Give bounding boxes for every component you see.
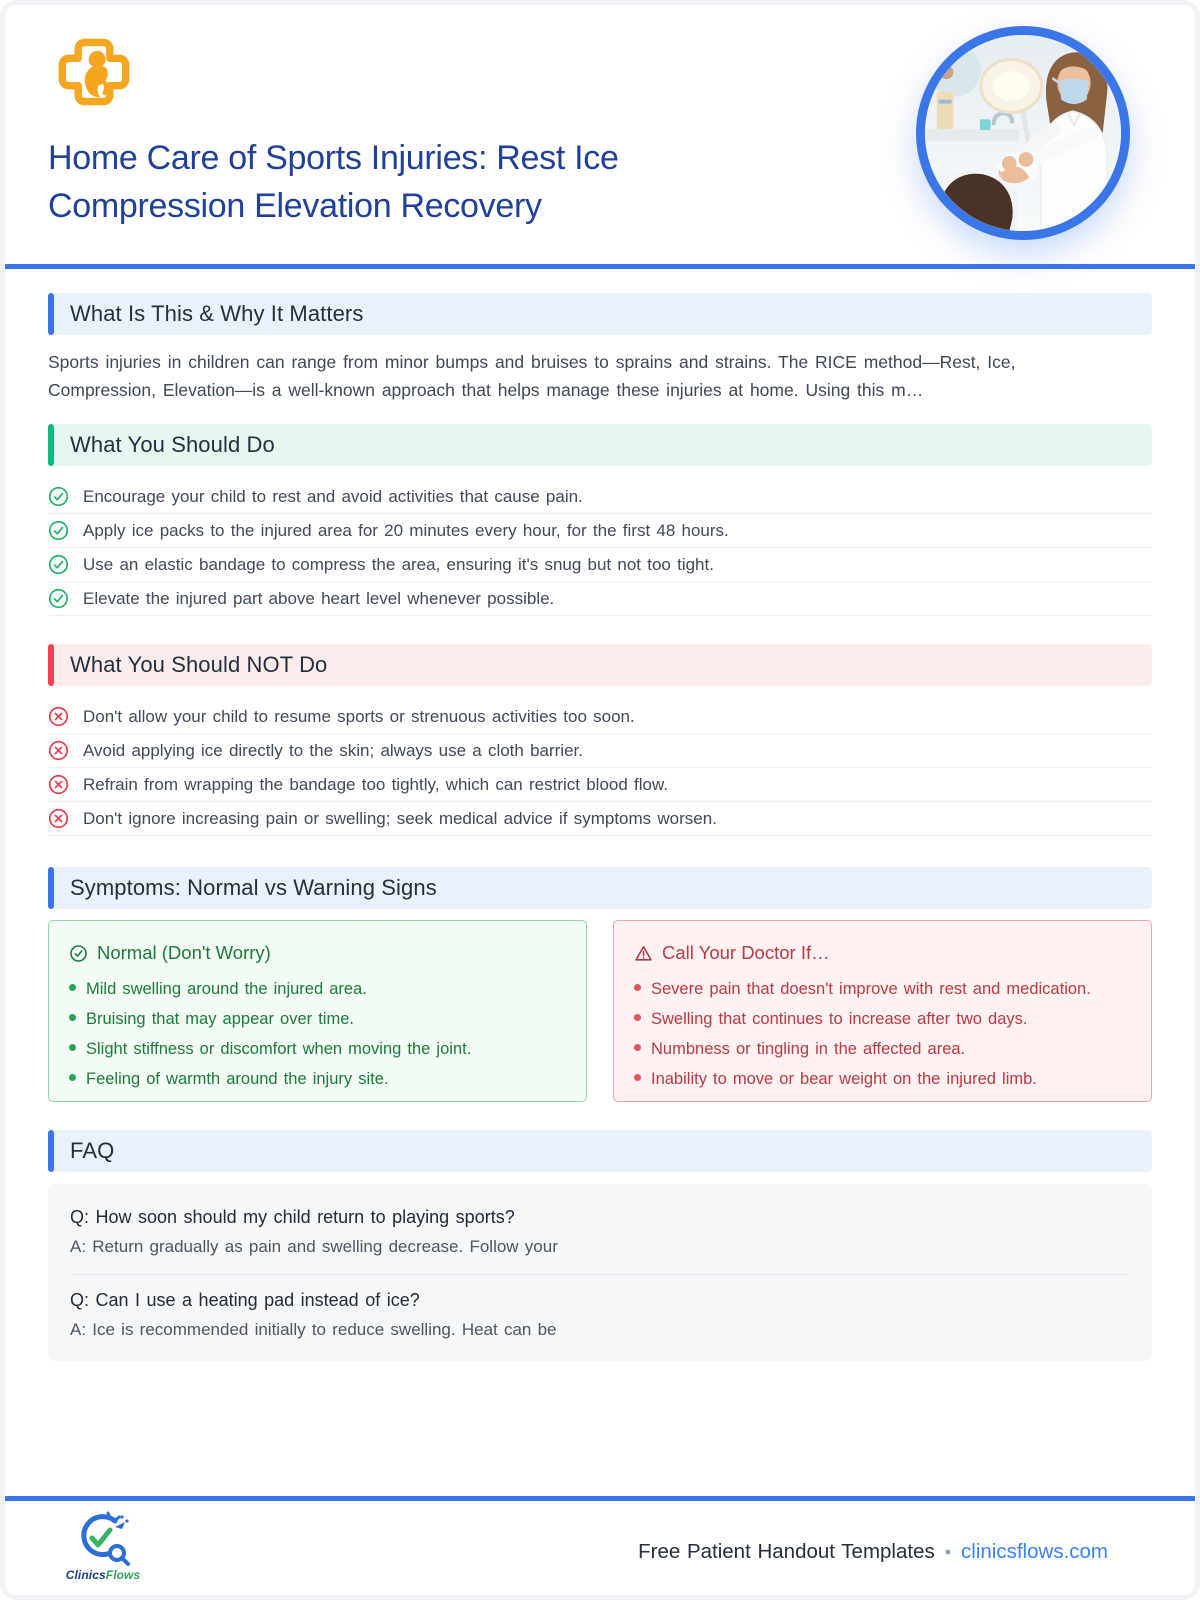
- normal-symptom-text: Slight stiffness or discomfort when movi…: [86, 1040, 472, 1058]
- check-circle-icon: [48, 554, 69, 575]
- section-title-about: What Is This & Why It Matters: [70, 301, 364, 326]
- dont-item-text: Don't allow your child to resume sports …: [83, 707, 635, 726]
- warning-symptom-text: Swelling that continues to increase afte…: [651, 1010, 1028, 1028]
- warning-box-title: Call Your Doctor If…: [662, 942, 830, 963]
- dont-item-text: Don't ignore increasing pain or swelling…: [83, 809, 717, 828]
- footer-divider: [0, 1496, 1200, 1501]
- section-title-faq: FAQ: [70, 1138, 115, 1163]
- faq-item: Q: How soon should my child return to pl…: [70, 1207, 1130, 1275]
- do-list: Encourage your child to rest and avoid a…: [48, 480, 1152, 616]
- warning-symptom-item: Inability to move or bear weight on the …: [634, 1064, 1131, 1094]
- footer-right: Free Patient Handout Templates • clinics…: [638, 1540, 1108, 1564]
- faq-question: Q: Can I use a heating pad instead of ic…: [70, 1290, 420, 1310]
- check-circle-icon: [48, 588, 69, 609]
- warning-symptom-list: Severe pain that doesn't improve with re…: [634, 974, 1131, 1094]
- do-item-text: Apply ice packs to the injured area for …: [83, 521, 729, 540]
- normal-symptom-text: Mild swelling around the injured area.: [86, 980, 367, 998]
- normal-symptom-item: Bruising that may appear over time.: [69, 1004, 566, 1034]
- section-title-dont: What You Should NOT Do: [70, 652, 328, 677]
- dont-list-item: Don't allow your child to resume sports …: [48, 700, 1152, 734]
- warning-box-header: Call Your Doctor If…: [634, 942, 1131, 964]
- dont-item-text: Refrain from wrapping the bandage too ti…: [83, 775, 669, 794]
- about-body: Sports injuries in children can range fr…: [48, 352, 1016, 400]
- bullet-dot-icon: [634, 1044, 641, 1051]
- x-circle-icon: [48, 808, 69, 829]
- page-title: Home Care of Sports Injuries: Rest Ice C…: [48, 139, 619, 225]
- x-circle-icon: [48, 774, 69, 795]
- do-list-item: Apply ice packs to the injured area for …: [48, 514, 1152, 548]
- do-list-item: Use an elastic bandage to compress the a…: [48, 548, 1152, 582]
- header-divider: [0, 264, 1200, 269]
- normal-symptoms-box: Normal (Don't Worry) Mild swelling aroun…: [48, 920, 587, 1102]
- normal-symptom-list: Mild swelling around the injured area. B…: [69, 974, 566, 1094]
- bullet-dot-icon: [69, 1074, 76, 1081]
- section-header-symptoms: Symptoms: Normal vs Warning Signs: [48, 867, 1152, 909]
- warning-symptoms-box: Call Your Doctor If… Severe pain that do…: [613, 920, 1152, 1102]
- x-circle-icon: [48, 740, 69, 761]
- section-title-symptoms: Symptoms: Normal vs Warning Signs: [70, 875, 437, 900]
- content: What Is This & Why It Matters Sports inj…: [0, 293, 1200, 1361]
- clinic-treatment-photo: [916, 26, 1130, 240]
- faq-answer: A: Return gradually as pain and swelling…: [70, 1237, 558, 1256]
- normal-symptom-item: Slight stiffness or discomfort when movi…: [69, 1034, 566, 1064]
- footer-link[interactable]: clinicsflows.com: [961, 1540, 1108, 1563]
- section-header-about: What Is This & Why It Matters: [48, 293, 1152, 335]
- dont-item-text: Avoid applying ice directly to the skin;…: [83, 741, 583, 760]
- normal-symptom-text: Bruising that may appear over time.: [86, 1010, 354, 1028]
- brand-clinics: Clinics: [65, 1568, 106, 1582]
- dont-list-item: Avoid applying ice directly to the skin;…: [48, 734, 1152, 768]
- faq-item: Q: Can I use a heating pad instead of ic…: [70, 1290, 1130, 1340]
- do-item-text: Elevate the injured part above heart lev…: [83, 589, 555, 608]
- dont-list-item: Don't ignore increasing pain or swelling…: [48, 802, 1152, 836]
- dont-list: Don't allow your child to resume sports …: [48, 700, 1152, 836]
- bullet-dot-icon: [634, 1074, 641, 1081]
- clinicsflows-logo-icon: [81, 1511, 130, 1566]
- do-item-text: Encourage your child to rest and avoid a…: [83, 487, 583, 506]
- do-item-text: Use an elastic bandage to compress the a…: [83, 555, 714, 574]
- normal-symptom-text: Feeling of warmth around the injury site…: [86, 1070, 389, 1088]
- faq-answer: A: Ice is recommended initially to reduc…: [70, 1320, 557, 1339]
- footer-separator: •: [944, 1541, 952, 1562]
- check-circle-icon: [48, 520, 69, 541]
- bullet-dot-icon: [69, 984, 76, 991]
- faq-question: Q: How soon should my child return to pl…: [70, 1207, 515, 1227]
- warning-symptom-item: Numbness or tingling in the affected are…: [634, 1034, 1131, 1064]
- section-header-faq: FAQ: [48, 1130, 1152, 1172]
- symptom-boxes: Normal (Don't Worry) Mild swelling aroun…: [48, 920, 1152, 1102]
- warning-symptom-text: Severe pain that doesn't improve with re…: [651, 980, 1091, 998]
- normal-box-title: Normal (Don't Worry): [97, 942, 271, 963]
- do-list-item: Encourage your child to rest and avoid a…: [48, 480, 1152, 514]
- footer-text: Free Patient Handout Templates: [638, 1540, 935, 1563]
- pediatric-cross-icon: [58, 38, 130, 106]
- faq-box: Q: How soon should my child return to pl…: [48, 1184, 1152, 1361]
- brand-flows: Flows: [105, 1568, 141, 1582]
- normal-box-header: Normal (Don't Worry): [69, 942, 566, 964]
- warning-symptom-text: Numbness or tingling in the affected are…: [651, 1040, 966, 1058]
- bullet-dot-icon: [69, 1014, 76, 1021]
- dont-list-item: Refrain from wrapping the bandage too ti…: [48, 768, 1152, 802]
- check-circle-icon: [48, 486, 69, 507]
- section-header-do: What You Should Do: [48, 424, 1152, 466]
- warning-symptom-item: Severe pain that doesn't improve with re…: [634, 974, 1131, 1004]
- x-circle-icon: [48, 706, 69, 727]
- section-title-do: What You Should Do: [70, 432, 275, 457]
- clinicsflows-logo: ClinicsFlows: [60, 1511, 146, 1582]
- check-circle-icon: [70, 944, 87, 962]
- warning-symptom-item: Swelling that continues to increase afte…: [634, 1004, 1131, 1034]
- bullet-dot-icon: [69, 1044, 76, 1051]
- footer: ClinicsFlows Free Patient Handout Templa…: [0, 1496, 1200, 1600]
- normal-symptom-item: Feeling of warmth around the injury site…: [69, 1064, 566, 1094]
- brand-text: ClinicsFlows: [60, 1568, 146, 1582]
- warning-triangle-icon: [635, 945, 652, 961]
- header: Home Care of Sports Injuries: Rest Ice C…: [0, 0, 1200, 264]
- section-header-dont: What You Should NOT Do: [48, 644, 1152, 686]
- bullet-dot-icon: [634, 984, 641, 991]
- bullet-dot-icon: [634, 1014, 641, 1021]
- warning-symptom-text: Inability to move or bear weight on the …: [651, 1070, 1037, 1088]
- normal-symptom-item: Mild swelling around the injured area.: [69, 974, 566, 1004]
- do-list-item: Elevate the injured part above heart lev…: [48, 582, 1152, 616]
